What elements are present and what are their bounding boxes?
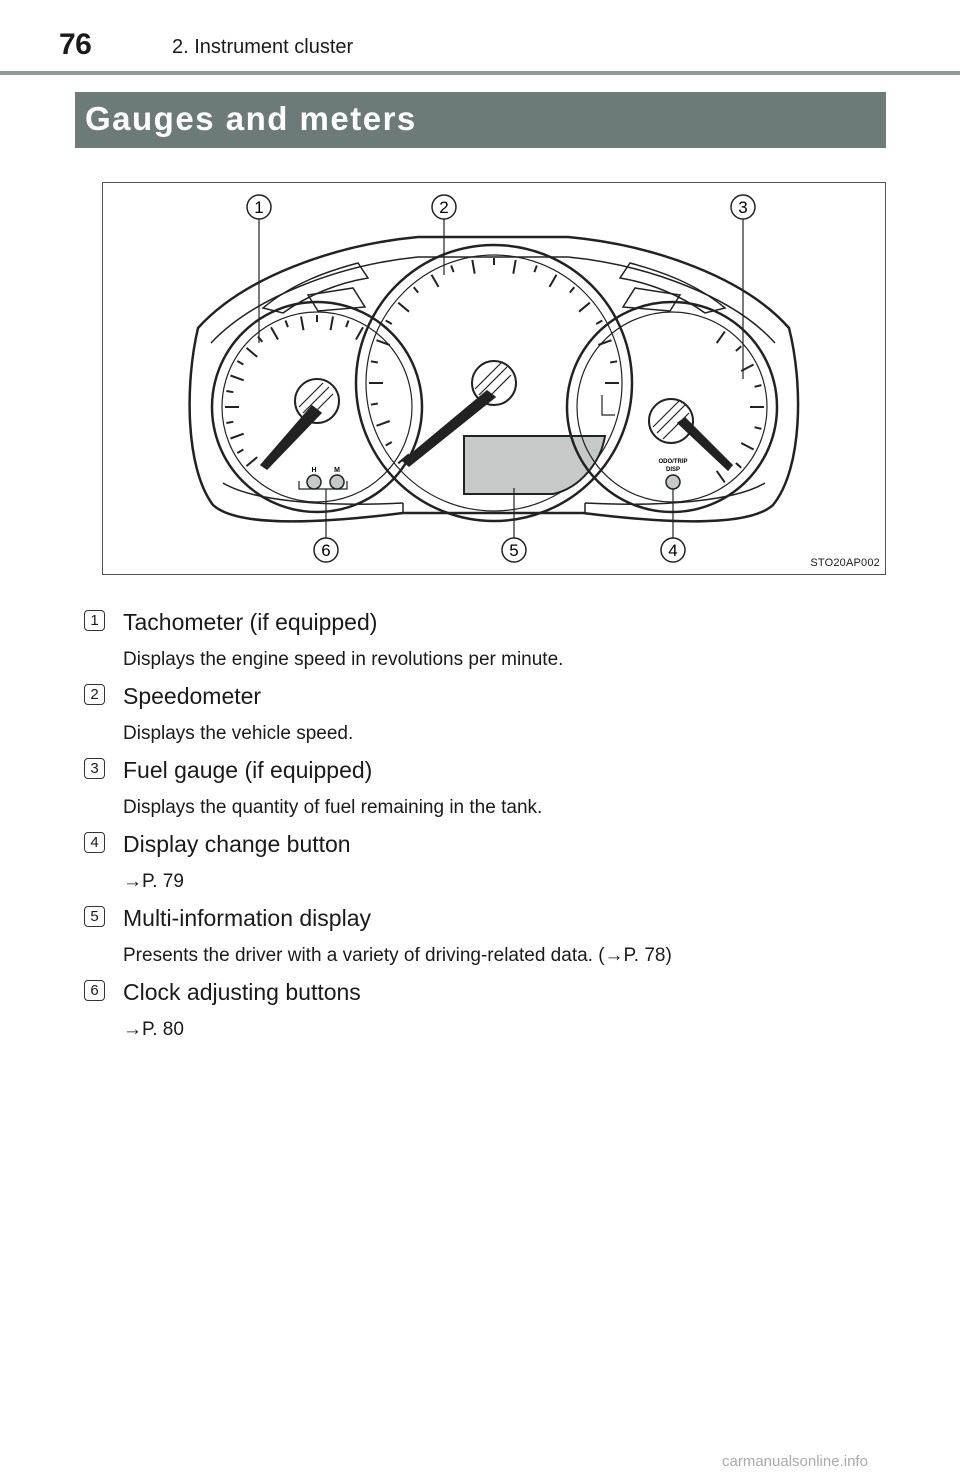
item-title: Tachometer (if equipped) xyxy=(123,609,378,635)
display-change-button: ODO/TRIP DISP xyxy=(658,459,688,490)
gauge-tick xyxy=(735,462,742,469)
gauge-tick xyxy=(412,286,419,294)
callout-2: 2 xyxy=(439,198,448,217)
item-description: Displays the quantity of fuel remaining … xyxy=(123,797,543,818)
page-number: 76 xyxy=(59,28,92,61)
item-description: Presents the driver with a variety of dr… xyxy=(123,945,672,966)
item-title: Display change button xyxy=(123,831,351,857)
gauge-tick xyxy=(569,286,576,294)
speedometer-gauge xyxy=(354,243,634,523)
item-number-badge: 3 xyxy=(84,758,105,779)
gauge-tick xyxy=(245,347,258,358)
gauge-tick xyxy=(754,384,762,388)
item-page-reference[interactable]: →P. 80 xyxy=(123,1019,184,1040)
callout-5: 5 xyxy=(509,541,518,560)
gauge-tick xyxy=(329,316,334,331)
header-rule xyxy=(0,71,960,75)
gauge-tick xyxy=(430,274,440,288)
gauge-tick xyxy=(376,339,391,346)
cluster-housing xyxy=(188,235,800,523)
gauge-tick xyxy=(715,470,726,483)
gauge-tick xyxy=(740,442,755,451)
clock-adjusting-buttons: H M xyxy=(298,467,348,490)
callout-1: 1 xyxy=(254,198,263,217)
fuel-gauge xyxy=(565,300,779,514)
item-description: Displays the vehicle speed. xyxy=(123,723,354,744)
minute-button-label: M xyxy=(334,467,340,474)
gauge-tick xyxy=(245,456,258,467)
gauge-tick xyxy=(230,432,245,440)
tachometer-gauge xyxy=(210,300,424,514)
chapter-title: 2. Instrument cluster xyxy=(172,36,354,58)
hour-button xyxy=(306,474,322,490)
gauge-tick xyxy=(270,326,279,340)
item-title: Clock adjusting buttons xyxy=(123,979,361,1005)
item-number-badge: 5 xyxy=(84,906,105,927)
section-banner: Gauges and meters xyxy=(75,92,886,148)
gauge-tick xyxy=(370,360,378,364)
gauge-tick xyxy=(385,441,393,447)
gauge-tick xyxy=(355,326,364,340)
minute-button xyxy=(329,474,345,490)
gauge-tick xyxy=(226,420,234,424)
figure-code: STO20AP002 xyxy=(810,557,880,569)
gauge-tick xyxy=(715,331,726,344)
gauge-tick xyxy=(578,301,591,313)
gauge-tick xyxy=(284,320,289,328)
gauge-tick xyxy=(236,360,244,366)
gauge-tick xyxy=(376,420,391,427)
odo-trip-label: ODO/TRIP xyxy=(658,459,687,465)
gauge-tick xyxy=(397,301,410,313)
item-title: Speedometer xyxy=(123,683,262,709)
instrument-cluster-figure: H M ODO/TRIP DISP 1 2 3 4 xyxy=(102,182,886,575)
gauge-tick xyxy=(595,319,603,325)
gauge-tick xyxy=(385,319,393,325)
disp-label: DISP xyxy=(666,467,680,473)
item-page-reference[interactable]: →P. 79 xyxy=(123,871,184,892)
gauge-tick xyxy=(548,274,558,288)
gauge-tick xyxy=(397,453,410,465)
gauge-tick xyxy=(226,390,234,394)
gauge-tick xyxy=(512,259,517,274)
callout-3: 3 xyxy=(738,198,747,217)
multi-information-display xyxy=(463,435,607,495)
item-title: Multi-information display xyxy=(123,905,371,931)
gauge-tick xyxy=(754,426,762,430)
item-number-badge: 1 xyxy=(84,610,105,631)
gauge-tick xyxy=(370,402,378,406)
gauge-tick xyxy=(345,320,350,328)
gauge-tick xyxy=(735,345,742,352)
figure-callouts: 1 2 3 4 5 6 xyxy=(246,194,756,563)
item-number-badge: 2 xyxy=(84,684,105,705)
gauge-tick xyxy=(230,374,245,382)
item-description: Displays the engine speed in revolutions… xyxy=(123,649,564,670)
site-watermark[interactable]: carmanualsonline.info xyxy=(722,1453,868,1470)
gauge-tick xyxy=(450,265,455,273)
item-title: Fuel gauge (if equipped) xyxy=(123,757,373,783)
item-number-badge: 6 xyxy=(84,980,105,1001)
gauge-tick xyxy=(533,265,538,273)
instrument-cluster-illustration: H M ODO/TRIP DISP 1 2 3 4 xyxy=(188,194,800,563)
gauge-tick xyxy=(300,316,305,331)
item-number-badge: 4 xyxy=(84,832,105,853)
callout-6: 6 xyxy=(321,541,330,560)
gauge-tick xyxy=(610,360,618,364)
section-title: Gauges and meters xyxy=(85,100,417,137)
hour-button-label: H xyxy=(311,467,316,474)
callout-4: 4 xyxy=(668,541,677,560)
gauge-tick xyxy=(236,448,244,454)
gauge-tick xyxy=(471,259,476,274)
